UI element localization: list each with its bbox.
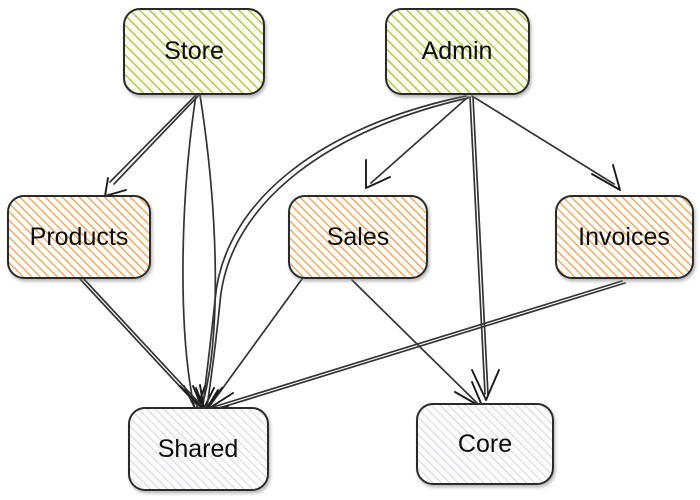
node-invoices[interactable]: Invoices [555,195,694,279]
node-store-shape[interactable] [123,8,265,95]
node-invoices-shape[interactable] [555,195,694,279]
node-admin[interactable]: Admin [385,8,530,95]
node-sales[interactable]: Sales [288,195,428,279]
node-store[interactable]: Store [123,8,265,95]
edge-store-products [104,94,200,197]
node-shared[interactable]: Shared [128,407,269,491]
edge-store-shared-b [192,94,217,411]
edge-sales-shared [203,278,303,412]
node-core[interactable]: Core [416,403,554,485]
node-shared-shape[interactable] [128,407,269,491]
edge-store-shared-a [182,94,206,411]
node-products[interactable]: Products [7,195,151,279]
edge-layer [79,94,626,418]
node-sales-shape[interactable] [288,195,428,279]
edge-admin-invoices [471,95,621,191]
edge-invoices-shared [204,280,626,418]
node-admin-shape[interactable] [385,8,530,95]
node-products-shape[interactable] [7,195,151,279]
node-layer: Store Admin Products Sales Invoices Shar [7,8,694,491]
node-core-shape[interactable] [416,403,554,485]
edge-admin-sales [365,96,469,189]
edge-admin-core [469,96,500,401]
